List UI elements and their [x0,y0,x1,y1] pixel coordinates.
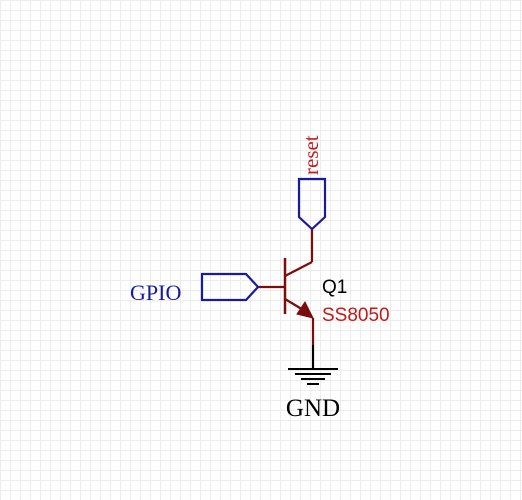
emitter-arrow [296,301,314,319]
collector-leg [284,261,313,277]
gpio-net-label: GPIO [130,280,181,305]
gnd-net-label: GND [286,395,340,422]
reset-port-shape [297,177,327,231]
reset-net-label: reset [299,135,323,175]
gpio-net-port[interactable] [200,272,260,302]
ground-symbol[interactable] [288,368,338,385]
reset-net-port[interactable] [297,177,327,231]
gpio-port-shape [200,272,260,302]
component-value: SS8050 [322,305,390,326]
transistor-q1[interactable] [258,258,314,319]
component-designator: Q1 [322,277,347,298]
